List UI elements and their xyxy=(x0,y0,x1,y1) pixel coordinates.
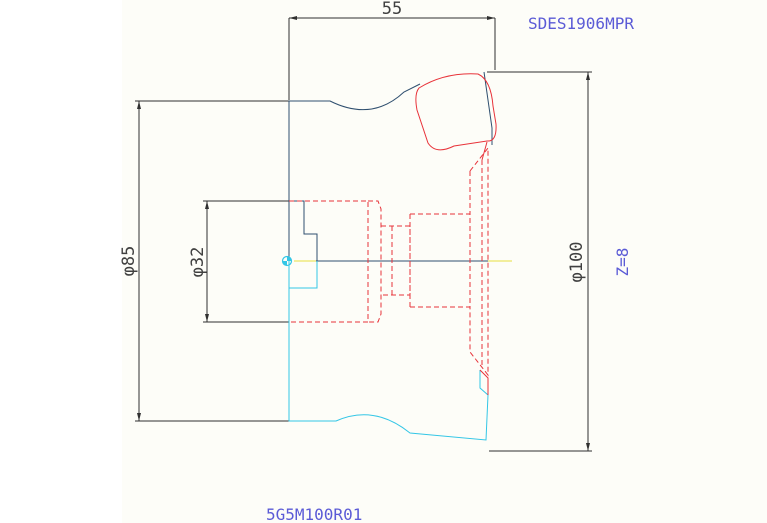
width-dimension: 55 xyxy=(288,0,496,100)
bore-diameter-dimension: φ32 xyxy=(188,200,289,323)
width-arrow-left xyxy=(289,16,297,20)
body-code-label: 5G5M100R01 xyxy=(266,505,362,523)
bore-dia-arrow-bottom xyxy=(205,314,209,322)
bore-dia-arrow-top xyxy=(205,201,209,209)
insert-outline xyxy=(415,73,497,151)
cutter-dia-arrow-bottom xyxy=(586,443,590,451)
outer-diameter-dimension: φ85 xyxy=(119,100,289,422)
width-arrow-right xyxy=(487,16,495,20)
cutter-dia-arrow-top xyxy=(586,72,590,80)
outer-dia-arrow-top xyxy=(137,101,141,109)
upper-body-outline xyxy=(288,71,493,261)
bore-diameter-text: φ32 xyxy=(188,247,208,278)
insert-code-label: SDES1906MPR xyxy=(528,14,634,33)
tooth-count-label: Z=8 xyxy=(613,248,632,277)
center-marker xyxy=(281,255,293,267)
cutter-edge xyxy=(479,141,489,395)
outer-diameter-text: φ85 xyxy=(119,246,139,277)
cutter-diameter-text: φ100 xyxy=(567,242,587,283)
width-dimension-text: 55 xyxy=(382,0,402,19)
cutter-diameter-dimension: φ100 xyxy=(487,71,592,452)
outer-dia-arrow-bottom xyxy=(137,413,141,421)
hidden-features xyxy=(289,146,489,377)
lower-body-outline xyxy=(288,261,489,441)
